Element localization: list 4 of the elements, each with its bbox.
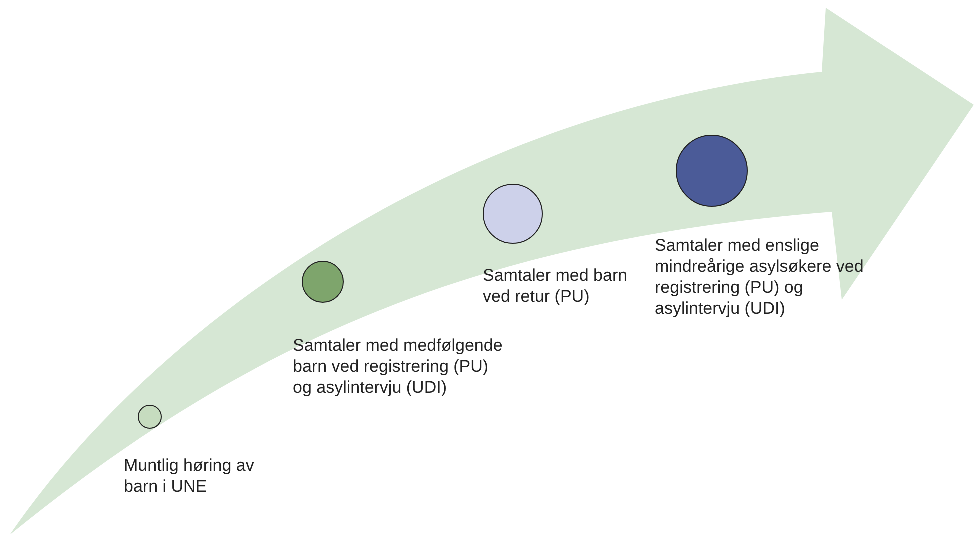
step-caption: Muntlig høring av barn i UNE <box>124 455 256 497</box>
step-caption: Samtaler med medfølgende barn ved registrering (PU) og asylintervju (UDI) <box>293 335 504 398</box>
step-caption: Samtaler med enslige mindreårige asylsøkere ved registrering (PU) og asylintervju (UDI) <box>655 235 865 319</box>
step-caption: Samtaler med barn ved retur (PU) <box>483 265 629 307</box>
